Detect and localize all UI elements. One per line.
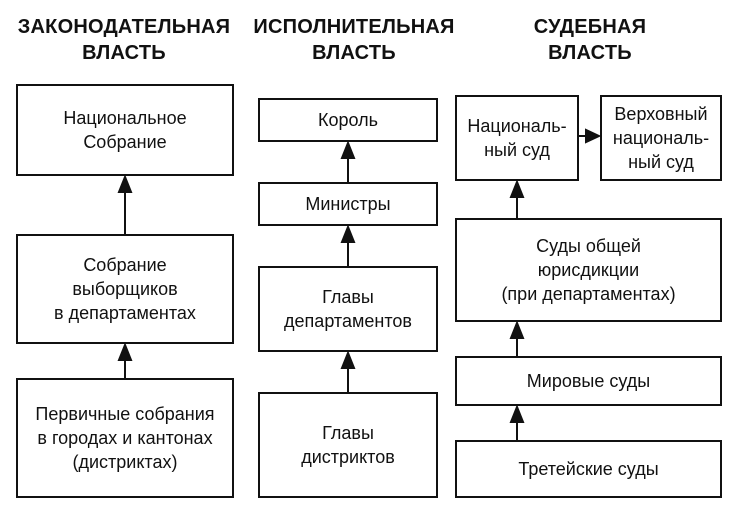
box-general-courts: Суды общей юрисдикции (при департаментах… bbox=[455, 218, 722, 322]
label-primary-assemblies: Первичные собрания в городах и кантонах … bbox=[35, 404, 215, 472]
box-district-heads: Главы дистриктов bbox=[258, 392, 438, 498]
label-general-courts: Суды общей юрисдикции (при департаментах… bbox=[501, 236, 676, 304]
arrow-ministers-to-king bbox=[340, 140, 356, 182]
label-king: Король bbox=[317, 110, 378, 130]
label-national-assembly: Национальное Собрание bbox=[63, 108, 187, 152]
label-national-court: Националь- ный суд bbox=[467, 116, 567, 160]
label-ministers: Министры bbox=[305, 194, 391, 214]
arrow-departments-to-ministers bbox=[340, 224, 356, 266]
box-department-heads: Главы департаментов bbox=[258, 266, 438, 352]
arrow-peace-to-general bbox=[509, 320, 525, 356]
label-electors-assembly: Собрание выборщиков в департаментах bbox=[54, 255, 196, 323]
label-peace-courts: Мировые суды bbox=[526, 371, 651, 391]
header-judicial: СУДЕБНАЯ ВЛАСТЬ bbox=[533, 16, 647, 64]
label-supreme-court: Верховный националь- ный суд bbox=[612, 104, 710, 172]
arrow-primary-to-electors bbox=[117, 342, 133, 378]
box-primary-assemblies: Первичные собрания в городах и кантонах … bbox=[16, 378, 234, 498]
arrow-electors-to-national bbox=[117, 174, 133, 234]
label-arbitration-courts: Третейские суды bbox=[518, 459, 659, 479]
box-electors-assembly: Собрание выборщиков в департаментах bbox=[16, 234, 234, 344]
arrow-arbitration-to-peace bbox=[509, 404, 525, 440]
arrow-national-to-supreme bbox=[579, 128, 602, 144]
header-legislative: ЗАКОНОДАТЕЛЬНАЯ ВЛАСТЬ bbox=[17, 16, 231, 64]
label-department-heads: Главы департаментов bbox=[284, 287, 412, 331]
box-national-court: Националь- ный суд bbox=[455, 95, 579, 181]
arrow-general-to-national bbox=[509, 179, 525, 218]
box-arbitration-courts: Третейские суды bbox=[455, 440, 722, 498]
header-executive: ИСПОЛНИТЕЛЬНАЯ ВЛАСТЬ bbox=[253, 16, 455, 64]
arrow-districts-to-departments bbox=[340, 350, 356, 392]
box-peace-courts: Мировые суды bbox=[455, 356, 722, 406]
label-district-heads: Главы дистриктов bbox=[301, 423, 395, 467]
box-supreme-court: Верховный националь- ный суд bbox=[600, 95, 722, 181]
